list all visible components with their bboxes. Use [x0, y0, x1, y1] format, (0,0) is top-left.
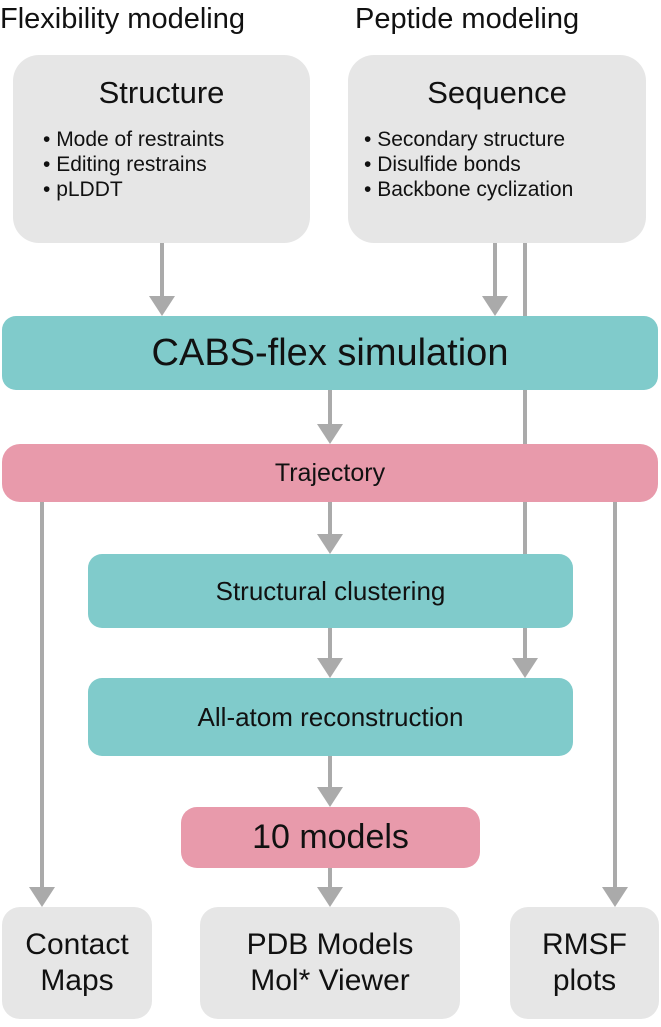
rmsf-plots-output: RMSF plots — [510, 907, 659, 1019]
rmsf-plots-line: plots — [552, 964, 617, 997]
all-atom-reconstruction-box: All-atom reconstruction — [88, 678, 573, 756]
header-flexibility-modeling: Flexibility modeling — [0, 3, 245, 35]
arrowhead — [317, 787, 343, 807]
structure-option: Editing restrains — [43, 152, 310, 177]
arrowhead — [29, 887, 55, 907]
sequence-option: Secondary structure — [364, 127, 646, 152]
contact-maps-line: Contact — [25, 928, 129, 961]
arrowhead — [149, 296, 175, 316]
ten-models-box: 10 models — [181, 807, 480, 868]
arrowhead — [512, 658, 538, 678]
sequence-option: Disulfide bonds — [364, 152, 646, 177]
contact-maps-line: Maps — [40, 964, 114, 997]
cabs-flex-simulation-box: CABS-flex simulation — [2, 316, 658, 390]
sequence-input-box: Sequence Secondary structure Disulfide b… — [348, 55, 646, 243]
structure-option: Mode of restraints — [43, 127, 310, 152]
pdb-models-output: PDB Models Mol* Viewer — [200, 907, 460, 1019]
structure-option: pLDDT — [43, 177, 310, 202]
structure-input-box: Structure Mode of restraints Editing res… — [13, 55, 310, 243]
rmsf-plots-line: RMSF — [542, 928, 627, 961]
arrowhead — [317, 658, 343, 678]
structural-clustering-box: Structural clustering — [88, 554, 573, 628]
arrowhead — [482, 296, 508, 316]
arrowhead — [317, 424, 343, 444]
sequence-options-list: Secondary structure Disulfide bonds Back… — [348, 127, 646, 202]
structure-title: Structure — [98, 75, 225, 110]
arrowhead — [317, 534, 343, 554]
header-peptide-modeling: Peptide modeling — [355, 3, 580, 35]
arrowhead — [602, 887, 628, 907]
sequence-title: Sequence — [427, 75, 567, 110]
arrowhead — [317, 887, 343, 907]
contact-maps-output: Contact Maps — [2, 907, 152, 1019]
pdb-models-line: PDB Models — [246, 928, 414, 961]
pdb-models-line: Mol* Viewer — [250, 964, 410, 997]
sequence-option: Backbone cyclization — [364, 177, 646, 202]
trajectory-box: Trajectory — [2, 444, 658, 502]
structure-options-list: Mode of restraints Editing restrains pLD… — [13, 127, 310, 202]
